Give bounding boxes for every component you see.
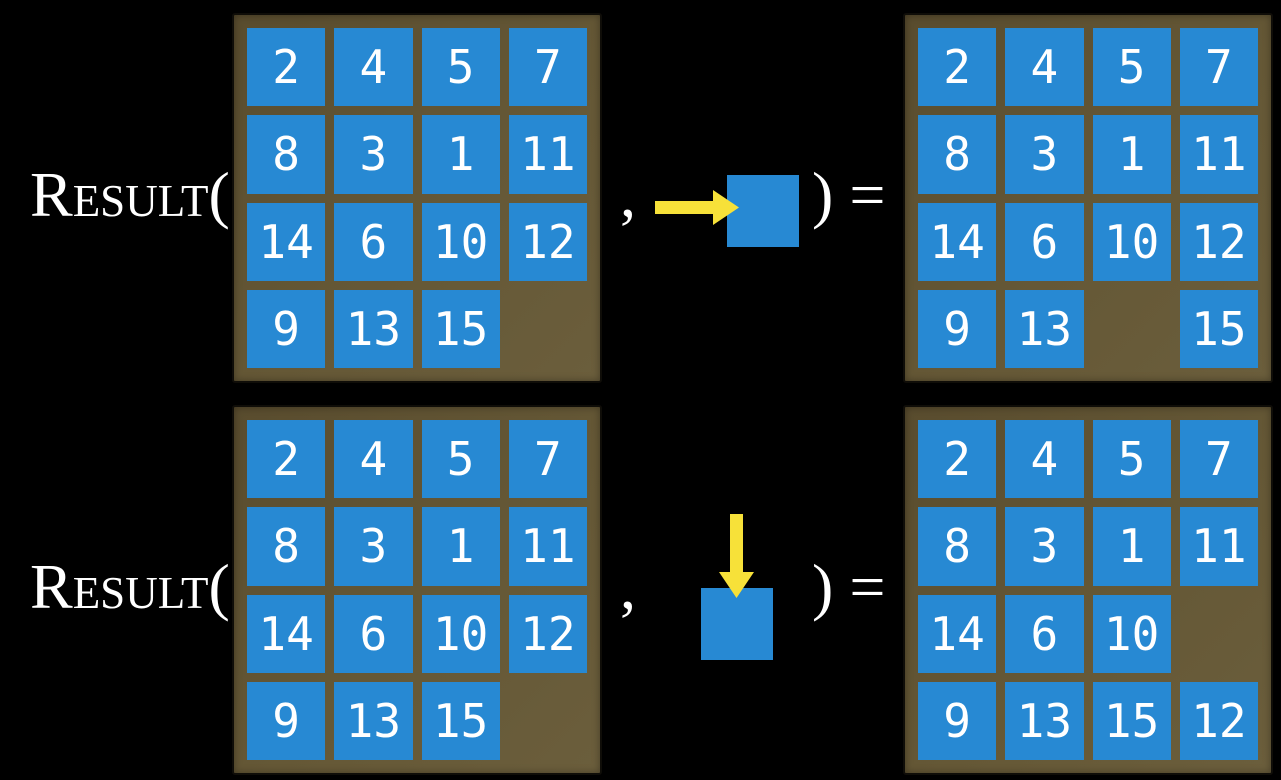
tile-12: 12 bbox=[508, 594, 587, 673]
tile-1: 1 bbox=[421, 115, 500, 194]
empty-cell bbox=[509, 290, 587, 368]
tile-13: 13 bbox=[334, 681, 413, 760]
tile-4: 4 bbox=[334, 420, 413, 499]
action-tile-square-1 bbox=[727, 175, 799, 247]
tile-10: 10 bbox=[421, 594, 500, 673]
tile-14: 14 bbox=[918, 594, 997, 673]
tile-1: 1 bbox=[1092, 507, 1171, 586]
action-tile-square-2 bbox=[701, 588, 773, 660]
down-arrow-icon bbox=[719, 514, 754, 598]
tile-12: 12 bbox=[508, 202, 587, 281]
tile-10: 10 bbox=[1092, 202, 1171, 281]
tile-5: 5 bbox=[1092, 28, 1171, 107]
tile-12: 12 bbox=[1179, 681, 1258, 760]
tile-2: 2 bbox=[247, 28, 326, 107]
comma-separator-2: , bbox=[620, 551, 636, 622]
tile-15: 15 bbox=[1092, 681, 1171, 760]
tile-6: 6 bbox=[1005, 202, 1084, 281]
tile-9: 9 bbox=[918, 681, 997, 760]
tile-5: 5 bbox=[421, 420, 500, 499]
tile-7: 7 bbox=[508, 420, 587, 499]
tile-7: 7 bbox=[1179, 420, 1258, 499]
tile-9: 9 bbox=[247, 681, 326, 760]
tile-4: 4 bbox=[1005, 28, 1084, 107]
result-function-label-1: Result( bbox=[30, 159, 230, 230]
tile-8: 8 bbox=[247, 115, 326, 194]
tile-1: 1 bbox=[1092, 115, 1171, 194]
empty-cell bbox=[509, 682, 587, 760]
tile-8: 8 bbox=[918, 507, 997, 586]
tile-3: 3 bbox=[334, 507, 413, 586]
tile-11: 11 bbox=[508, 115, 587, 194]
tile-7: 7 bbox=[508, 28, 587, 107]
tile-2: 2 bbox=[918, 420, 997, 499]
tile-6: 6 bbox=[334, 202, 413, 281]
tile-5: 5 bbox=[1092, 420, 1171, 499]
tile-3: 3 bbox=[1005, 115, 1084, 194]
tile-2: 2 bbox=[247, 420, 326, 499]
tile-15: 15 bbox=[1179, 289, 1258, 368]
tile-4: 4 bbox=[1005, 420, 1084, 499]
empty-cell bbox=[1180, 595, 1258, 673]
close-paren-equals-2: ) = bbox=[812, 551, 886, 622]
tile-14: 14 bbox=[247, 594, 326, 673]
tile-8: 8 bbox=[247, 507, 326, 586]
tile-8: 8 bbox=[918, 115, 997, 194]
tile-14: 14 bbox=[918, 202, 997, 281]
comma-separator-1: , bbox=[620, 159, 636, 230]
tile-6: 6 bbox=[334, 594, 413, 673]
tile-12: 12 bbox=[1179, 202, 1258, 281]
tile-6: 6 bbox=[1005, 594, 1084, 673]
tile-7: 7 bbox=[1179, 28, 1258, 107]
empty-cell bbox=[1093, 290, 1171, 368]
tile-9: 9 bbox=[918, 289, 997, 368]
tile-15: 15 bbox=[421, 681, 500, 760]
close-paren-equals-1: ) = bbox=[812, 159, 886, 230]
right-arrow-icon bbox=[655, 190, 739, 225]
tile-3: 3 bbox=[334, 115, 413, 194]
tile-11: 11 bbox=[1179, 115, 1258, 194]
result-function-label-2: Result( bbox=[30, 551, 230, 622]
tile-10: 10 bbox=[1092, 594, 1171, 673]
tile-3: 3 bbox=[1005, 507, 1084, 586]
tile-13: 13 bbox=[1005, 681, 1084, 760]
tile-14: 14 bbox=[247, 202, 326, 281]
tile-1: 1 bbox=[421, 507, 500, 586]
tile-15: 15 bbox=[421, 289, 500, 368]
tile-13: 13 bbox=[334, 289, 413, 368]
tile-10: 10 bbox=[421, 202, 500, 281]
tile-5: 5 bbox=[421, 28, 500, 107]
tile-4: 4 bbox=[334, 28, 413, 107]
tile-13: 13 bbox=[1005, 289, 1084, 368]
tile-11: 11 bbox=[508, 507, 587, 586]
tile-9: 9 bbox=[247, 289, 326, 368]
tile-2: 2 bbox=[918, 28, 997, 107]
tile-11: 11 bbox=[1179, 507, 1258, 586]
